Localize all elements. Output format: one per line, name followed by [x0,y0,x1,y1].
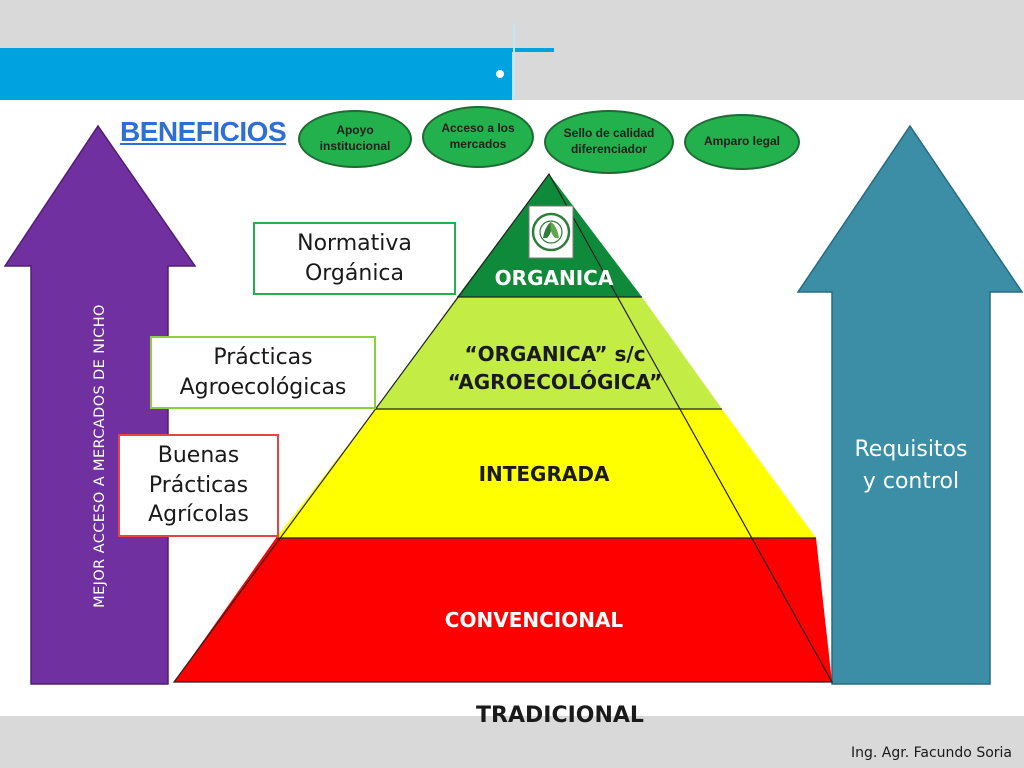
benefit-label: Sello de calidad diferenciador [563,126,655,156]
benefit-oval-apoyo: Apoyo institucional [298,110,412,168]
pyramid-level-integrada [276,409,816,538]
pyramid-label-convencional: CONVENCIONAL [444,608,624,632]
organic-seal-logo [528,205,574,259]
benefit-label: Acceso a los mercados [441,121,515,151]
pyramid-outline [172,172,834,683]
label-text: Buenas Prácticas Agrícolas [148,442,249,528]
pyramid-label-integrada: INTEGRADA [478,462,610,486]
pyramid-level-convencional [174,538,832,682]
label-practicas-agroecologicas: Prácticas Agroecológicas [150,336,376,409]
benefit-oval-acceso: Acceso a los mercados [422,106,534,168]
pyramid-level-agroecologica [376,297,722,409]
pyramid-label-agroecologica: “ORGANICA” s/c “AGROECOLÓGICA” [447,342,663,394]
header-divider [513,24,515,100]
header-accent-line [512,48,554,52]
label-normativa-organica: Normativa Orgánica [253,222,456,295]
author-credit: Ing. Agr. Facundo Soria [851,745,1012,761]
benefits-title: BENEFICIOS [120,116,287,147]
left-arrow-label: MEJOR ACCESO A MERCADOS DE NICHO [92,304,108,608]
pyramid-label-organica: ORGANICA [494,266,614,290]
right-arrow-label: Requisitos y control [854,437,968,494]
label-text: Prácticas Agroecológicas [179,344,347,400]
right-arrow [796,124,1024,685]
label-buenas-practicas: Buenas Prácticas Agrícolas [118,434,279,537]
left-arrow [3,124,197,685]
benefit-label: Apoyo institucional [319,123,391,153]
benefit-label: Amparo legal [703,134,781,149]
header-accent-bar [0,48,512,100]
header-dot [496,70,504,78]
label-text: Normativa Orgánica [297,230,412,286]
pyramid-base-label: TRADICIONAL [476,703,644,728]
benefit-oval-amparo: Amparo legal [684,114,800,170]
footer-band [0,716,1024,768]
benefit-oval-sello: Sello de calidad diferenciador [544,110,674,174]
